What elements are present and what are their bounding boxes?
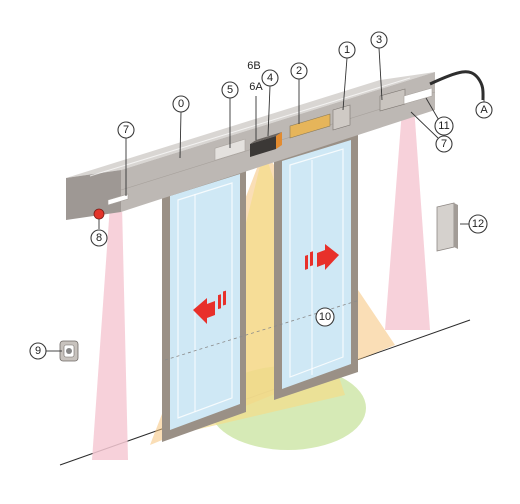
svg-text:8: 8 xyxy=(96,232,102,244)
svg-text:A: A xyxy=(480,104,488,116)
callout-a: A xyxy=(475,101,493,119)
svg-text:3: 3 xyxy=(376,34,382,46)
svg-text:7: 7 xyxy=(441,138,447,150)
callout-5: 5 xyxy=(221,81,239,99)
leader-lines xyxy=(46,47,485,352)
callout-9: 9 xyxy=(29,342,47,360)
callout-10: 10 xyxy=(315,307,335,327)
radar-sensor xyxy=(250,132,282,157)
callout-2: 2 xyxy=(290,62,308,80)
emergency-stop xyxy=(93,208,105,220)
callout-0: 0 xyxy=(172,95,190,113)
callout-1: 1 xyxy=(338,41,356,59)
push-button-panel xyxy=(436,202,458,252)
power-cable xyxy=(429,70,485,101)
svg-text:12: 12 xyxy=(472,218,484,230)
svg-text:7: 7 xyxy=(123,124,129,136)
callout-6b: 6B xyxy=(247,60,260,72)
callout-6a: 6A xyxy=(249,81,263,93)
callout-3: 3 xyxy=(370,31,388,49)
motor-unit xyxy=(289,113,331,139)
callout-8: 8 xyxy=(90,229,108,247)
svg-text:0: 0 xyxy=(178,98,184,110)
svg-text:9: 9 xyxy=(35,345,41,357)
svg-text:10: 10 xyxy=(319,311,331,323)
callout-12: 12 xyxy=(468,214,488,234)
presence-curtain-right xyxy=(385,106,430,330)
callout-7-left: 7 xyxy=(117,121,135,139)
opening-arrow-right xyxy=(305,244,339,270)
opening-arrow-left xyxy=(193,290,226,324)
callout-11: 11 xyxy=(434,116,454,136)
callout-7-right: 7 xyxy=(435,135,453,153)
presence-curtain-left xyxy=(92,205,128,460)
svg-text:5: 5 xyxy=(227,84,233,96)
right-door-leaf xyxy=(274,132,358,400)
callout-4: 4 xyxy=(261,69,279,87)
svg-text:11: 11 xyxy=(438,120,449,132)
control-unit xyxy=(332,104,351,131)
svg-text:1: 1 xyxy=(344,44,350,56)
svg-text:4: 4 xyxy=(267,72,273,84)
svg-text:2: 2 xyxy=(296,65,302,77)
key-switch xyxy=(59,340,79,362)
